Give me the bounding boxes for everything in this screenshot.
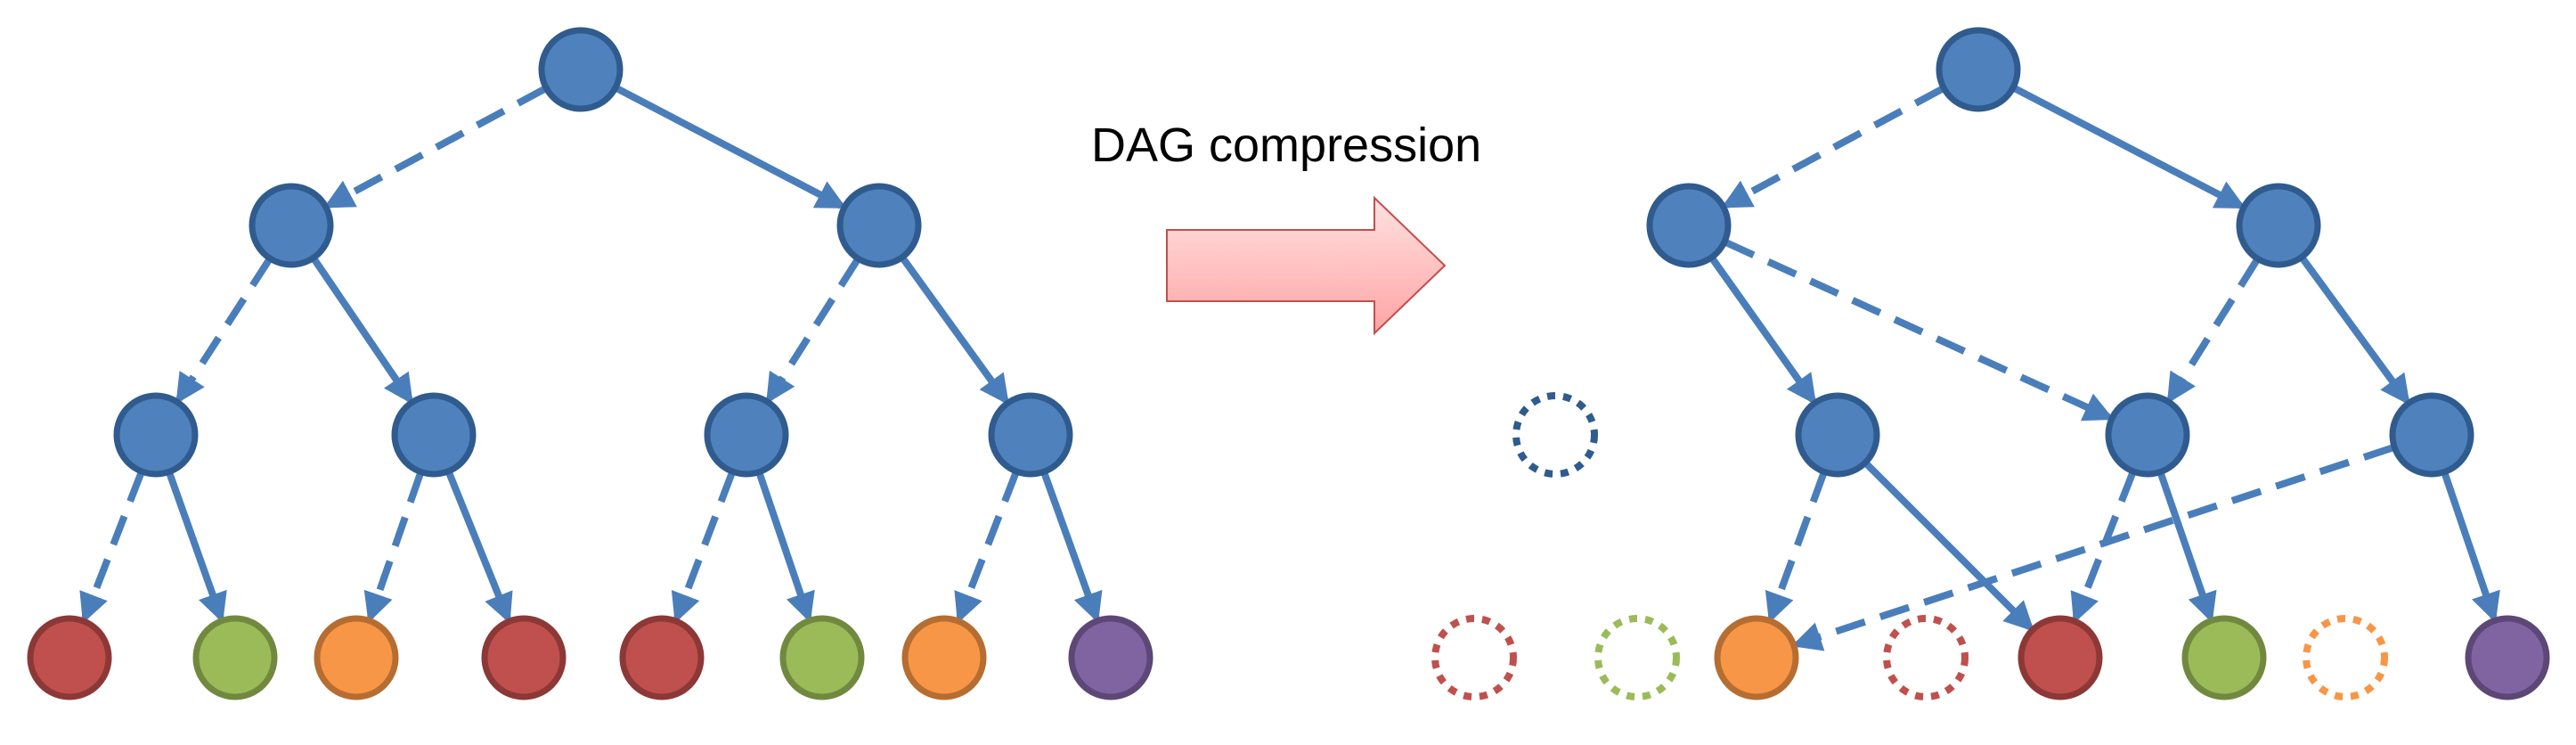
right-node-c (1795, 392, 1880, 478)
left-leaf-green (779, 615, 865, 700)
left-node-root (538, 27, 624, 112)
left-node-ll (113, 392, 199, 478)
right-node-e (2389, 392, 2474, 478)
right-node-d (2105, 392, 2190, 478)
nodes-layer (27, 27, 2550, 700)
right-edge-a-d (1724, 239, 2115, 422)
right-leaf-red (2018, 615, 2103, 700)
right-leaf-purple (2465, 615, 2550, 700)
left-leaf-orange (314, 615, 399, 700)
right-edge-b-d (2166, 258, 2260, 405)
left-leaf-green (192, 615, 278, 700)
left-edge-l-ll (175, 258, 273, 405)
right-node-b (2236, 183, 2321, 268)
removed-node-green (1594, 615, 1680, 700)
left-leaf-red (481, 615, 567, 700)
removed-node-red (1883, 615, 1969, 700)
right-edge-c-red (1863, 461, 2034, 632)
right-leaf-green (2181, 615, 2267, 700)
left-edge-lr-leaf (445, 471, 513, 624)
right-edge-a-c (1709, 257, 1817, 405)
left-edge-root-l (323, 86, 547, 209)
left-edge-rl-leaf (756, 472, 815, 623)
right-node-a (1646, 183, 1732, 268)
left-leaf-purple (1068, 615, 1153, 700)
right-edge-d-red (2070, 471, 2136, 624)
compression-arrow (1166, 195, 1447, 336)
left-edge-ll-leaf (166, 471, 227, 624)
left-edge-rr-leaf (954, 471, 1020, 624)
left-node-r (836, 183, 922, 268)
left-edge-rl-leaf (671, 471, 736, 624)
right-edge-d-green (2157, 472, 2217, 623)
right-leaf-orange (1714, 615, 1799, 700)
left-edge-r-rl (766, 258, 860, 405)
edges-layer (79, 85, 2500, 651)
right-edge-e-orange (1791, 444, 2394, 651)
left-node-rr (988, 392, 1073, 478)
left-leaf-red (619, 615, 705, 700)
removed-node-internal (1512, 392, 1598, 478)
right-edge-e-purple (2441, 472, 2500, 623)
removed-node-orange (2303, 615, 2388, 700)
left-edge-root-r (615, 85, 847, 209)
left-edge-rr-leaf (1040, 471, 1103, 624)
removed-node-red (1431, 615, 1517, 700)
left-edge-l-lr (311, 257, 413, 405)
left-edge-lr-leaf (363, 472, 424, 624)
left-node-rl (704, 392, 789, 478)
right-edge-root-a (1721, 86, 1944, 209)
right-edge-b-e (2299, 256, 2410, 405)
left-edge-r-rr (900, 256, 1009, 405)
right-node-root (1936, 27, 2021, 112)
left-node-l (249, 183, 334, 268)
right-edge-c-orange (1765, 471, 1828, 624)
left-leaf-orange (901, 615, 987, 700)
left-edge-ll-leaf (79, 471, 145, 624)
right-edge-root-b (2012, 85, 2246, 209)
caption-label: DAG compression (1091, 119, 1482, 172)
left-node-lr (391, 392, 477, 478)
left-leaf-red (27, 615, 112, 700)
